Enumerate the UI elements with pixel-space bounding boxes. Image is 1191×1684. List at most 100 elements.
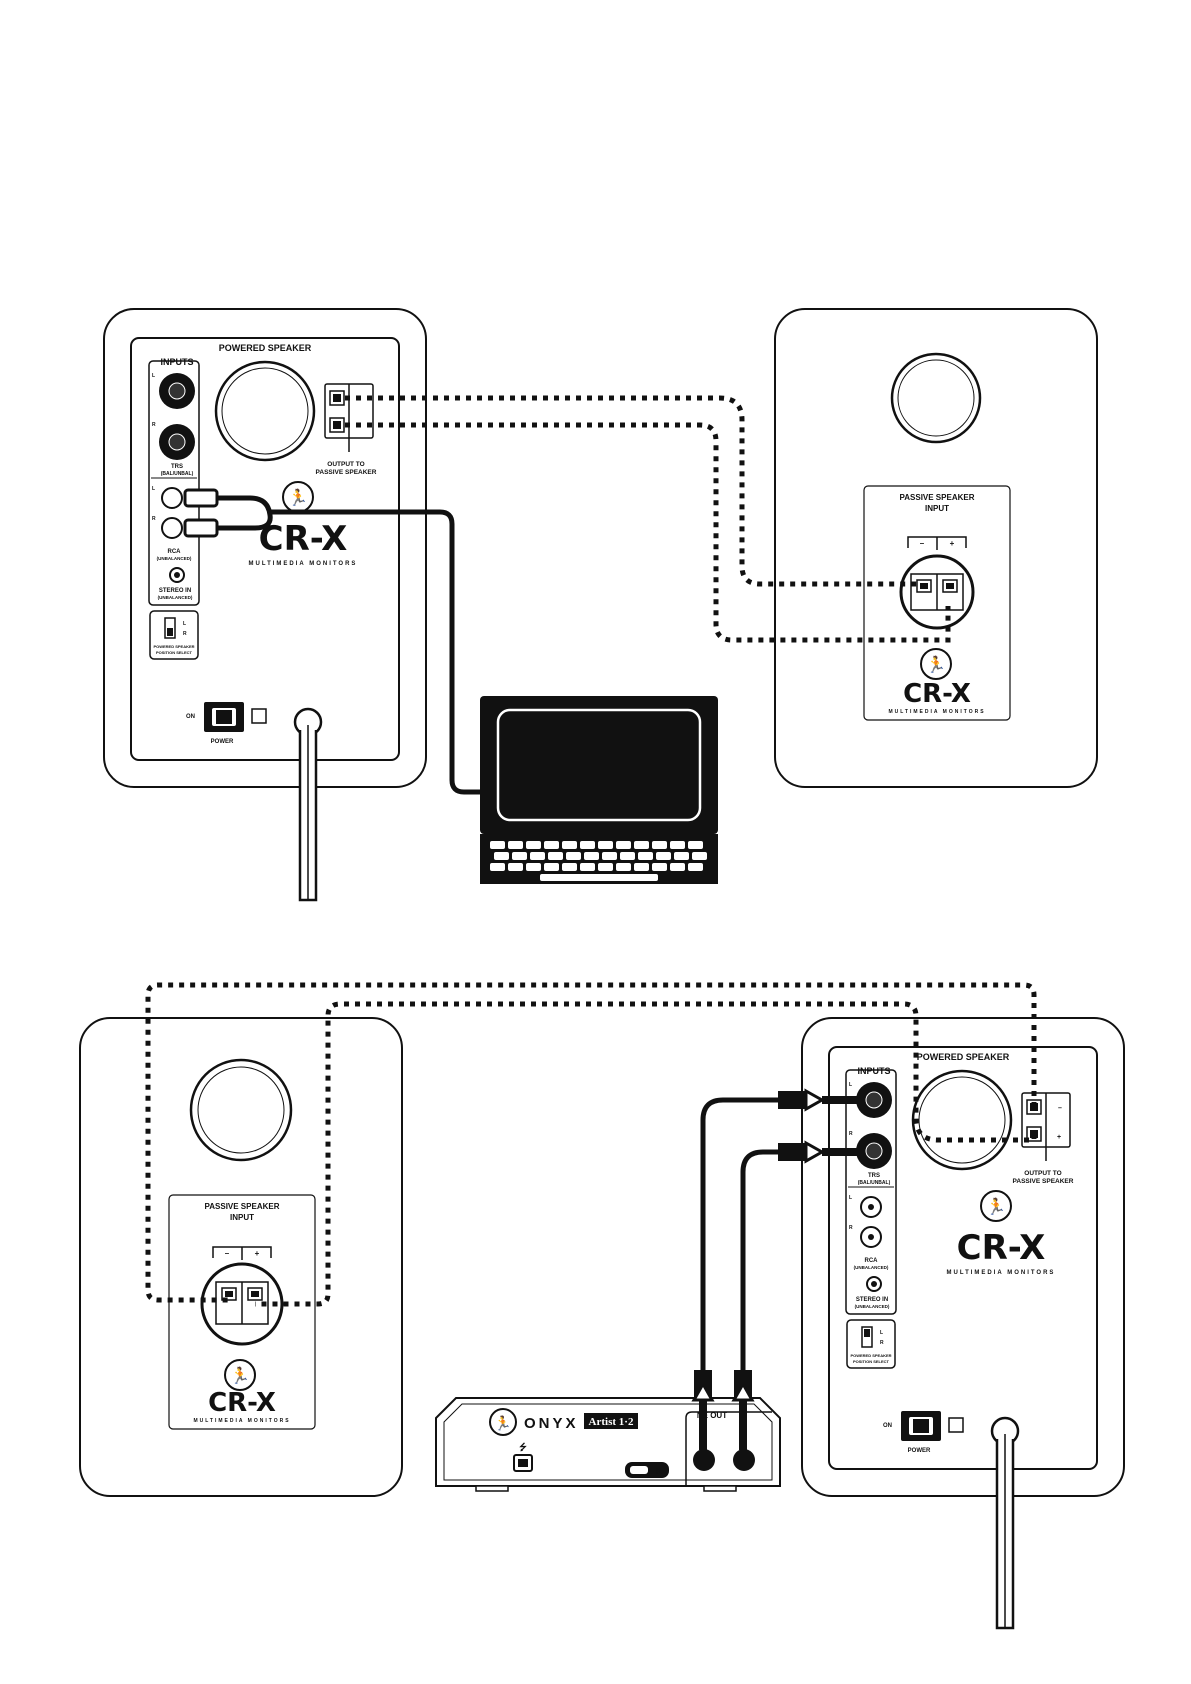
top-rca-label: RCA: [168, 549, 182, 555]
bottom-output-label: OUTPUT TO: [1024, 1170, 1061, 1177]
bottom-passive-woofer: [189, 1058, 293, 1162]
laptop-key: [562, 863, 577, 871]
laptop-key: [652, 841, 667, 849]
laptop-key: [598, 841, 613, 849]
bottom-stereo-label: STEREO IN: [856, 1297, 888, 1303]
bottom-powered-title: POWERED SPEAKER: [917, 1052, 1010, 1062]
laptop-key: [616, 841, 631, 849]
audio-interface: 🏃 ONYX Artist 1·2 ⭍ K NE OUT: [435, 1397, 781, 1492]
bottom-passive-title-sub: INPUT: [230, 1213, 254, 1222]
interface-line-out-label: NE OUT: [697, 1411, 727, 1420]
laptop-key: [584, 852, 599, 860]
laptop-key: [688, 863, 703, 871]
bottom-position-l: L: [880, 1330, 883, 1336]
laptop-key: [490, 841, 505, 849]
laptop-key: [508, 863, 523, 871]
top-rca-l-jack: [161, 487, 183, 509]
bottom-output-sub: PASSIVE SPEAKER: [1013, 1178, 1074, 1185]
top-passive-minus: –: [920, 539, 925, 548]
laptop-key: [490, 863, 505, 871]
bottom-rca-label: RCA: [865, 1258, 879, 1264]
laptop-key: [526, 841, 541, 849]
bottom-power-label: POWER: [908, 1448, 931, 1454]
bottom-passive-brand: CR-X: [208, 1388, 276, 1418]
top-stereo-label: STEREO IN: [159, 588, 191, 594]
laptop-key: [692, 852, 707, 860]
line-out-r-jack: [733, 1449, 755, 1471]
laptop-key: [526, 863, 541, 871]
laptop-key: [508, 841, 523, 849]
laptop-key: [512, 852, 527, 860]
top-position-l: L: [183, 621, 186, 627]
bottom-position-r: R: [880, 1340, 884, 1346]
top-power-label: POWER: [211, 739, 234, 745]
laptop-key: [652, 863, 667, 871]
top-passive-title: PASSIVE SPEAKER: [900, 493, 975, 502]
top-trs-label: TRS: [171, 464, 183, 470]
svg-text:🏃: 🏃: [986, 1197, 1006, 1216]
bottom-powered-brand: CR-X: [957, 1228, 1046, 1268]
top-powered-brand-sub: MULTIMEDIA MONITORS: [249, 561, 358, 567]
top-rca-plug-r: [183, 518, 219, 538]
laptop-key: [548, 852, 563, 860]
top-powered-brand: CR-X: [259, 519, 348, 559]
bottom-position-select: [846, 1319, 896, 1369]
bottom-stereo-sub: (UNBALANCED): [855, 1304, 890, 1309]
top-passive-brand: CR-X: [903, 679, 971, 709]
usb-icon: ⭍: [519, 1442, 527, 1452]
trs-plug-iface-r: [731, 1370, 755, 1450]
interface-model: Artist 1·2: [589, 1416, 634, 1428]
svg-text:+: +: [1057, 1134, 1061, 1141]
bottom-speaker-wire: [145, 982, 1037, 1307]
top-position-sub: POSITION SELECT: [156, 650, 193, 655]
trs-plug-top-l: [778, 1088, 858, 1112]
bottom-trs-sub: (BAL/UNBAL): [858, 1180, 891, 1186]
top-output-sub: PASSIVE SPEAKER: [316, 469, 377, 476]
top-position-label: POWERED SPEAKER: [153, 644, 194, 649]
laptop-key: [530, 852, 545, 860]
top-rca-sub: (UNBALANCED): [157, 556, 192, 561]
bottom-position-label: POWERED SPEAKER: [850, 1353, 891, 1358]
laptop-key: [598, 863, 613, 871]
top-woofer: [214, 360, 316, 462]
top-rca-r-jack: [161, 517, 183, 539]
bottom-passive-minus: –: [225, 1249, 230, 1258]
svg-text:–: –: [1058, 1105, 1062, 1112]
laptop-key: [670, 841, 685, 849]
bottom-passive-brand-sub: MULTIMEDIA MONITORS: [193, 1418, 290, 1424]
laptop: [480, 696, 718, 884]
interface-brand: ONYX: [524, 1415, 579, 1432]
laptop-key: [580, 841, 595, 849]
top-passive-title-sub: INPUT: [925, 504, 949, 513]
laptop-key: [494, 852, 509, 860]
bottom-trs-l: L: [849, 1082, 852, 1088]
laptop-key: [674, 852, 689, 860]
top-position-r: R: [183, 631, 187, 637]
top-passive-speaker: PASSIVE SPEAKER INPUT – + 🏃 CR-X MULTIME…: [774, 308, 1098, 788]
top-rca-plug-l: [183, 488, 219, 508]
bottom-rca-l: L: [849, 1195, 852, 1201]
laptop-key: [580, 863, 595, 871]
top-trs-r: R: [152, 422, 156, 428]
top-position-select: [149, 610, 199, 660]
top-inputs-label: INPUTS: [160, 357, 193, 367]
bottom-powered-brand-sub: MULTIMEDIA MONITORS: [947, 1270, 1056, 1276]
laptop-key: [688, 841, 703, 849]
laptop-key: [602, 852, 617, 860]
bottom-rca-sub: (UNBALANCED): [854, 1265, 889, 1270]
top-passive-woofer: [890, 352, 982, 444]
laptop-key: [620, 852, 635, 860]
svg-text:🏃: 🏃: [288, 488, 308, 507]
bottom-woofer: [911, 1069, 1013, 1171]
svg-text:🏃: 🏃: [494, 1415, 511, 1431]
bottom-passive-speaker: PASSIVE SPEAKER INPUT – + 🏃 CR-X MULTIME…: [79, 1017, 403, 1497]
bottom-trs-r: R: [849, 1131, 853, 1137]
top-rca-cable: [183, 488, 482, 795]
laptop-key: [562, 841, 577, 849]
bottom-rca-r: R: [849, 1225, 853, 1231]
bottom-position-sub: POSITION SELECT: [853, 1359, 890, 1364]
top-passive-mackie-logo: [920, 648, 952, 680]
svg-text:K: K: [656, 1467, 662, 1476]
laptop-key: [656, 852, 671, 860]
